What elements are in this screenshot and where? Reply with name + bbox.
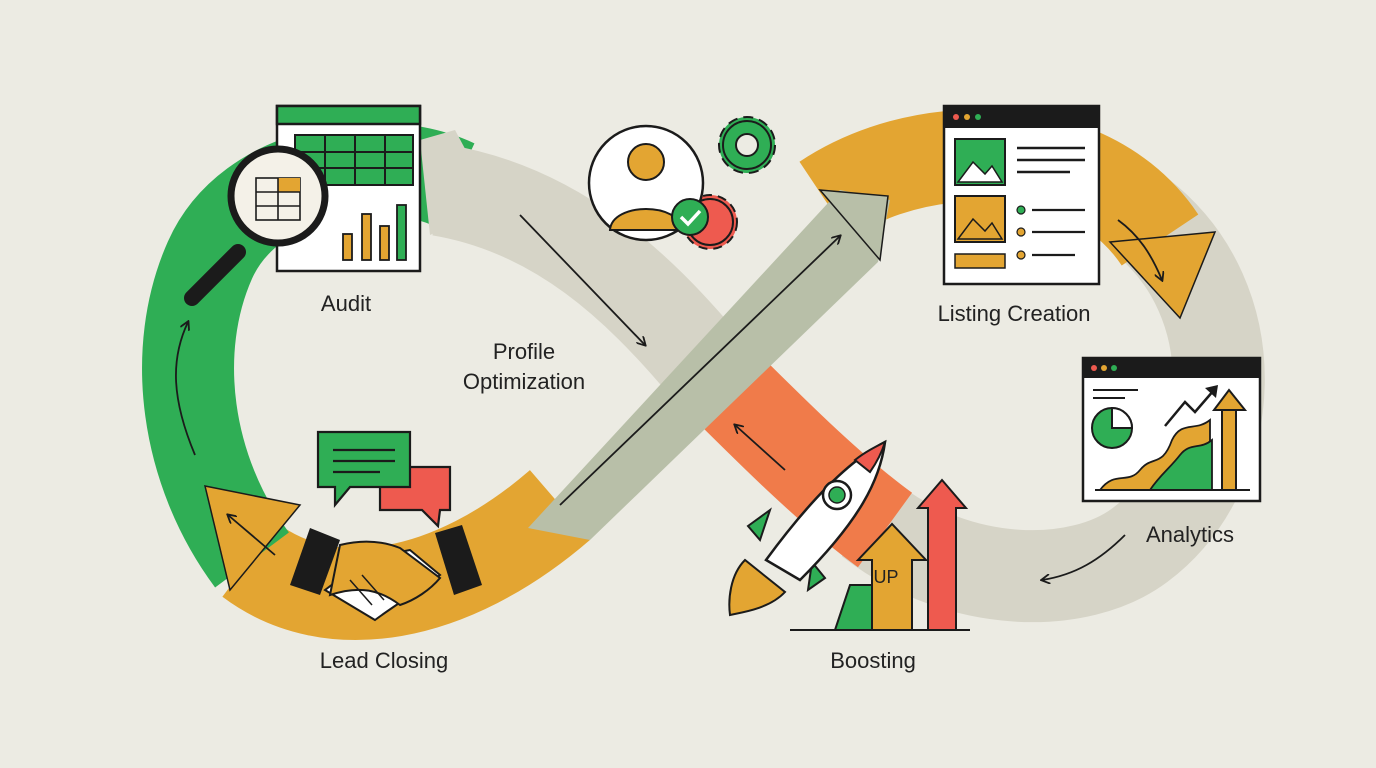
green-gear-icon <box>718 116 776 174</box>
browser-listing-icon <box>942 104 1101 286</box>
flow-arrow-boosting-up <box>735 425 786 471</box>
flow-arrow-profile-down <box>519 214 645 345</box>
user-gear-icon <box>587 116 776 250</box>
stage-label-audit: Audit <box>321 291 371 316</box>
profile-band-tail <box>420 130 495 235</box>
stage-label-analytics: Analytics <box>1146 522 1234 547</box>
sage-band-head <box>818 189 889 262</box>
up-arrow-red <box>915 478 969 631</box>
stage-label-lead-closing: Lead Closing <box>320 648 448 673</box>
flow-arrow-analytics-back <box>1042 534 1126 580</box>
handshake-chat-icon <box>290 430 482 622</box>
flow-arrow-audit-up <box>175 322 196 456</box>
stage-label-profile-line2: Optimization <box>463 369 585 394</box>
up-arrow-orange <box>855 522 929 631</box>
stage-label-profile-line1: Profile <box>493 339 555 364</box>
rocket-icon <box>728 439 970 631</box>
analytics-dashboard-icon <box>1081 356 1262 503</box>
flow-arrow-listing-down <box>1117 219 1162 280</box>
boost-up-label: UP <box>873 567 898 587</box>
loop-band-analytics <box>841 178 1265 623</box>
flow-arrow-diagonal-up <box>559 236 840 506</box>
flow-arrow-lead-left <box>228 515 276 556</box>
stage-label-listing: Listing Creation <box>938 301 1091 326</box>
magnifier-spreadsheet-icon <box>184 104 422 306</box>
stage-label-boosting: Boosting <box>830 648 916 673</box>
sage-crossing-band <box>528 190 890 540</box>
